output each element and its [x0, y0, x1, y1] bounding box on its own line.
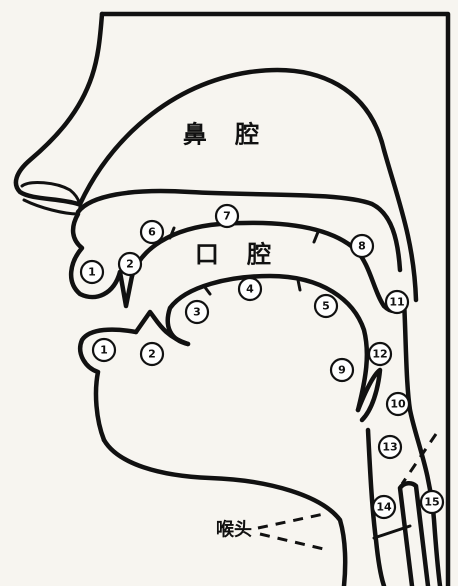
svg-text:7: 7 [223, 210, 231, 223]
marker-uvula: 11 [386, 291, 408, 313]
svg-text:2: 2 [126, 258, 134, 271]
marker-upper-lip: 1 [81, 261, 103, 283]
svg-text:11: 11 [389, 296, 404, 309]
svg-text:3: 3 [193, 306, 201, 319]
marker-tongue-front: 4 [239, 278, 261, 300]
marker-tongue-tip: 3 [186, 301, 208, 323]
svg-text:2: 2 [148, 348, 156, 361]
marker-vocal-cords: 13 [379, 436, 401, 458]
larynx-pointer-2 [260, 534, 328, 550]
svg-text:8: 8 [358, 240, 366, 253]
svg-text:9: 9 [338, 364, 346, 377]
marker-lower-lip: 1 [93, 339, 115, 361]
svg-text:10: 10 [390, 398, 406, 411]
marker-tongue-back: 5 [315, 295, 337, 317]
svg-text:4: 4 [246, 283, 254, 296]
svg-text:14: 14 [376, 501, 392, 514]
marker-larynx-back: 15 [421, 491, 443, 513]
upper-lip-outline [71, 214, 120, 297]
svg-text:12: 12 [372, 348, 387, 361]
marker-gum-ridge: 6 [141, 221, 163, 243]
tongue-outline [168, 276, 367, 410]
svg-text:6: 6 [148, 226, 156, 239]
marker-hard-palate: 7 [216, 205, 238, 227]
tongue-mark-2 [298, 280, 300, 290]
svg-text:13: 13 [382, 441, 397, 454]
svg-text:1: 1 [88, 266, 96, 279]
marker-pharynx: 12 [369, 343, 391, 365]
svg-text:15: 15 [424, 496, 439, 509]
larynx-pointer-1 [258, 514, 324, 528]
larynx-label: 喉头 [216, 519, 252, 541]
face-profile-upper [16, 14, 102, 204]
palate-mark-2 [314, 232, 318, 242]
svg-text:5: 5 [322, 300, 330, 313]
lower-teeth-outline [136, 312, 188, 344]
svg-text:1: 1 [100, 344, 108, 357]
marker-lower-teeth: 2 [141, 343, 163, 365]
oral-cavity-label: 口 腔 [195, 240, 281, 269]
marker-epiglottis: 10 [387, 393, 409, 415]
marker-tongue-root: 9 [331, 359, 353, 381]
nasal-cavity-label: 鼻 腔 [183, 120, 269, 149]
marker-soft-palate: 8 [351, 235, 373, 257]
chin-throat-outline [104, 440, 345, 586]
marker-larynx-front: 14 [373, 496, 395, 518]
marker-upper-teeth: 2 [119, 253, 141, 275]
